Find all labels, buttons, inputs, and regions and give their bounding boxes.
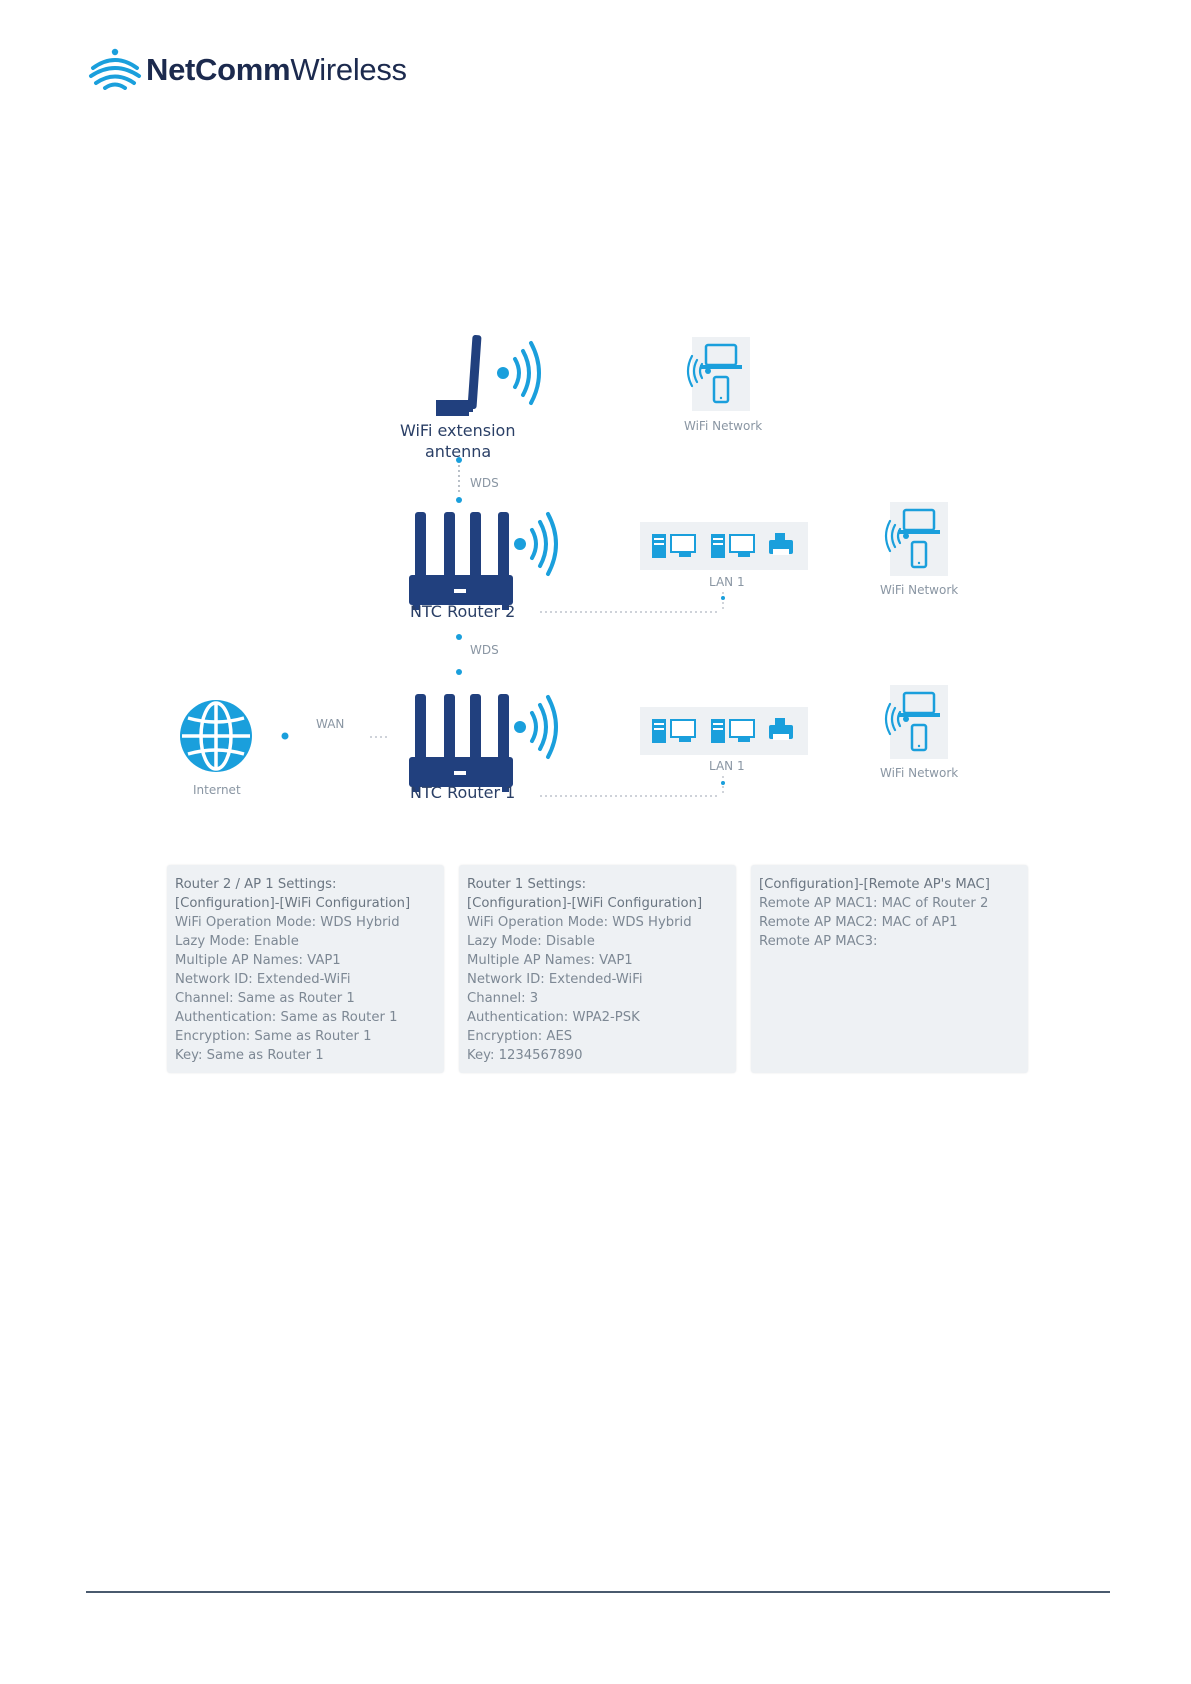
wifi-network-label-r1: WiFi Network bbox=[880, 766, 959, 780]
antenna-label-line1: WiFi extension bbox=[400, 421, 516, 440]
antenna-label-line2: antenna bbox=[425, 442, 492, 461]
wan-label: WAN bbox=[316, 717, 345, 731]
lan-r2-icon bbox=[640, 522, 808, 570]
settings-line: Remote AP MAC1: MAC of Router 2 bbox=[759, 896, 989, 911]
settings-line: WiFi Operation Mode: WDS Hybrid bbox=[175, 915, 400, 930]
wifi-devices-top-icon bbox=[686, 335, 752, 413]
settings-line: Remote AP MAC2: MAC of AP1 bbox=[759, 915, 958, 930]
settings-line: Router 2 / AP 1 Settings: bbox=[175, 877, 337, 892]
settings-line: Encryption: AES bbox=[467, 1029, 573, 1044]
brand-name-light: Wireless bbox=[290, 52, 407, 87]
settings-line: Remote AP MAC3: bbox=[759, 934, 878, 949]
settings-line: Multiple AP Names: VAP1 bbox=[175, 953, 341, 968]
settings-line: [Configuration]-[WiFi Configuration] bbox=[175, 896, 411, 911]
settings-line: Authentication: Same as Router 1 bbox=[175, 1010, 398, 1025]
wifi-network-label-top: WiFi Network bbox=[684, 419, 763, 433]
lan-label-r2: LAN 1 bbox=[709, 575, 745, 589]
settings-line: Network ID: Extended-WiFi bbox=[467, 972, 643, 987]
settings-line: Multiple AP Names: VAP1 bbox=[467, 953, 633, 968]
router1-label: NTC Router 1 bbox=[410, 783, 516, 802]
lan-label-r1: LAN 1 bbox=[709, 759, 745, 773]
settings-line: Channel: Same as Router 1 bbox=[175, 991, 355, 1006]
internet-globe-icon bbox=[180, 700, 252, 772]
settings-line: Authentication: WPA2-PSK bbox=[467, 1010, 640, 1025]
internet-label: Internet bbox=[193, 783, 241, 797]
settings-line: Key: Same as Router 1 bbox=[175, 1048, 324, 1063]
settings-line: Lazy Mode: Disable bbox=[467, 934, 595, 949]
router1-wifi-signal-icon bbox=[512, 695, 558, 759]
antenna-wifi-signal-icon bbox=[495, 341, 541, 405]
wifi-network-label-r2: WiFi Network bbox=[880, 583, 959, 597]
brand-name-bold: NetComm bbox=[146, 52, 291, 87]
router1-settings-box: Router 1 Settings: [Configuration]-[WiFi… bbox=[459, 865, 736, 1073]
router2-wifi-signal-icon bbox=[512, 512, 558, 576]
settings-line: [Configuration]-[WiFi Configuration] bbox=[467, 896, 703, 911]
router2-label: NTC Router 2 bbox=[410, 602, 516, 621]
wds-label-top: WDS bbox=[470, 476, 499, 490]
settings-line: WiFi Operation Mode: WDS Hybrid bbox=[467, 915, 692, 930]
settings-line: Key: 1234567890 bbox=[467, 1048, 583, 1063]
wifi-extension-antenna-icon bbox=[436, 335, 482, 416]
router2-settings-box: Router 2 / AP 1 Settings: [Configuration… bbox=[167, 865, 444, 1073]
settings-line: Lazy Mode: Enable bbox=[175, 934, 299, 949]
wifi-devices-r2-icon bbox=[884, 500, 950, 578]
brand-logo: NetCommWireless bbox=[146, 52, 407, 88]
settings-line: Network ID: Extended-WiFi bbox=[175, 972, 351, 987]
lan-r1-icon bbox=[640, 707, 808, 755]
wds-label-mid: WDS bbox=[470, 643, 499, 657]
settings-line: Router 1 Settings: bbox=[467, 877, 587, 892]
logo-wifi-icon bbox=[89, 48, 141, 90]
wifi-devices-r1-icon bbox=[884, 683, 950, 761]
footer-divider bbox=[86, 1591, 1110, 1593]
settings-line: [Configuration]-[Remote AP's MAC] bbox=[759, 877, 990, 892]
settings-line: Encryption: Same as Router 1 bbox=[175, 1029, 372, 1044]
router1-icon bbox=[409, 694, 513, 792]
router2-icon bbox=[409, 512, 513, 610]
remote-ap-mac-box: [Configuration]-[Remote AP's MAC] Remote… bbox=[751, 865, 1028, 1073]
settings-line: Channel: 3 bbox=[467, 991, 539, 1006]
